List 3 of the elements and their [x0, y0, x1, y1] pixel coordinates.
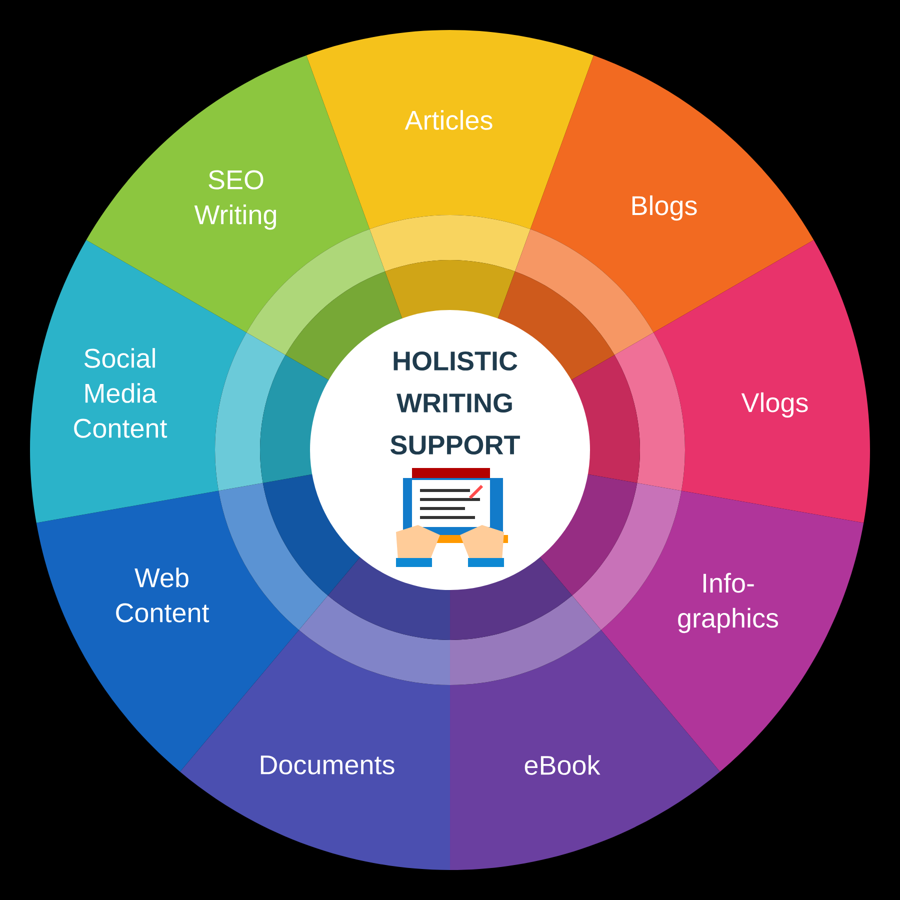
wheel-segment: Articles	[306, 30, 594, 320]
wheel-segment: Social Media Content	[30, 240, 330, 523]
wheel-segment: Vlogs	[570, 240, 870, 523]
